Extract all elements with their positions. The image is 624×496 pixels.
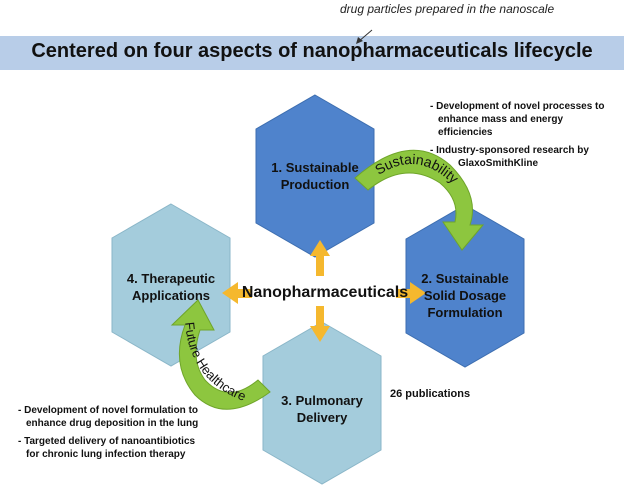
- hex-formulation: [405, 204, 525, 368]
- publications-count: 26 publications: [390, 388, 471, 400]
- hex-pulmonary-label: 3. Pulmonary Delivery: [262, 392, 382, 426]
- page-title: Centered on four aspects of nanopharmace…: [31, 40, 593, 62]
- note-production-line2: enhance mass and energy efficiencies: [438, 114, 564, 138]
- note-pulmonary-line2: enhance drug deposition in the lung: [26, 418, 199, 429]
- arrow-right-icon: [396, 282, 426, 304]
- note-production-line4: GlaxoSmithKline: [458, 158, 539, 169]
- future-healthcare-arc: [170, 299, 271, 410]
- hex-formulation-line3: Formulation: [427, 305, 503, 320]
- hex-pulmonary-line2: Delivery: [296, 410, 348, 425]
- hex-therapeutic-line1: 4. Therapeutic: [126, 271, 216, 286]
- note-pulmonary-line4: for chronic lung infection therapy: [26, 449, 186, 460]
- arrow-left-icon: [222, 282, 252, 304]
- hex-formulation-label: 2. Sustainable Solid Dosage Formulation: [405, 270, 525, 321]
- note-pulmonary: - Development of novel formulation to en…: [18, 404, 238, 461]
- title-banner: [0, 36, 624, 70]
- hex-production: [255, 94, 375, 258]
- note-production: - Development of novel processes to enha…: [430, 100, 620, 170]
- note-production-line3: - Industry-sponsored research by: [430, 145, 589, 156]
- hex-pulmonary-line1: 3. Pulmonary: [281, 393, 363, 408]
- note-pulmonary-line1: - Development of novel formulation to: [18, 405, 199, 416]
- annotation-arrowhead-icon: [356, 37, 363, 44]
- note-production-line1: - Development of novel processes to: [430, 101, 605, 112]
- center-label: Nanopharmaceuticals: [241, 284, 409, 301]
- sustainability-arc: [354, 149, 485, 251]
- hex-formulation-line2: Solid Dosage: [423, 288, 507, 303]
- nanoscale-annotation: drug particles prepared in the nanoscale: [340, 2, 555, 16]
- hex-production-line1: 1. Sustainable: [271, 160, 359, 175]
- arrow-up-icon: [310, 240, 330, 276]
- note-pulmonary-line3: - Targeted delivery of nanoantibiotics: [18, 436, 196, 447]
- hex-production-line2: Production: [280, 177, 350, 192]
- arrow-down-icon: [310, 306, 330, 342]
- hex-pulmonary: [262, 321, 382, 485]
- hex-production-label: 1. Sustainable Production: [255, 159, 375, 193]
- hex-therapeutic-label: 4. Therapeutic Applications: [111, 270, 231, 304]
- hex-therapeutic-line2: Applications: [131, 288, 210, 303]
- hex-formulation-line1: 2. Sustainable: [421, 271, 509, 286]
